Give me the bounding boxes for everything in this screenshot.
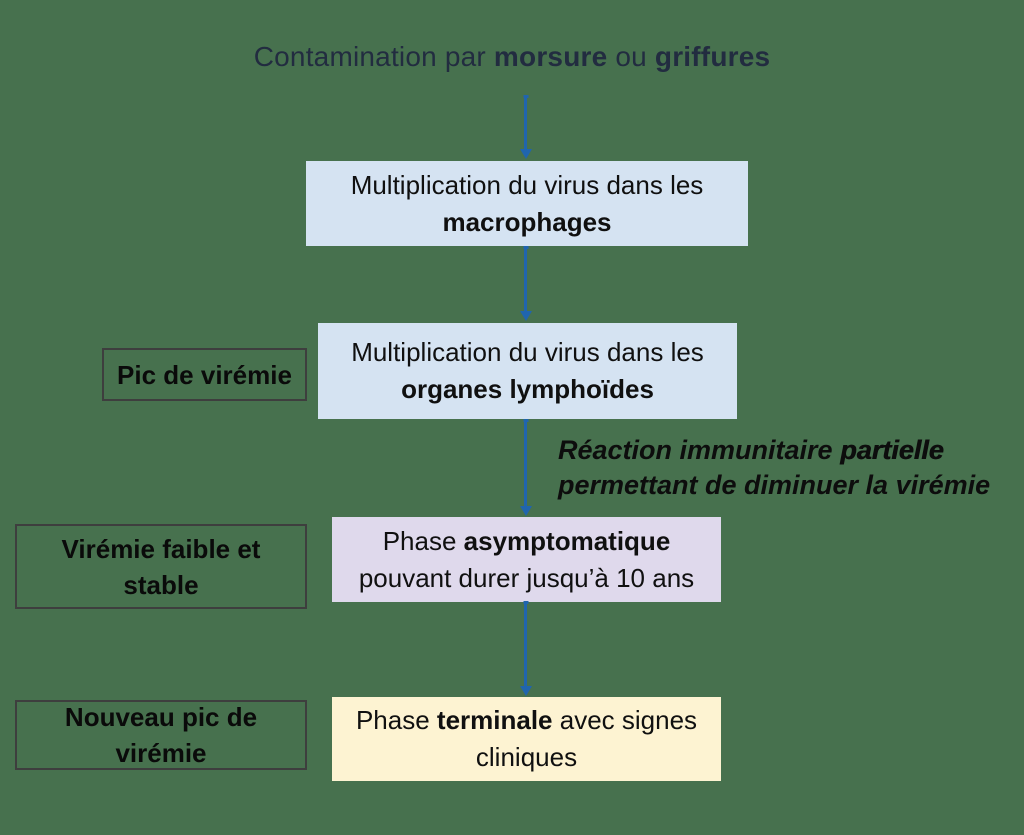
- down-arrow-icon: [524, 421, 527, 506]
- immune-reaction-annotation: Réaction immunitaire partielle permettan…: [558, 433, 1018, 503]
- title-text-regular: Contamination par: [253, 41, 494, 72]
- box-asympto-line1-regular: Phase: [382, 525, 464, 556]
- box-lymphoides-line2: organes lymphoïdes: [401, 374, 654, 404]
- diagram-title: Contamination par morsure ou griffures: [0, 41, 1024, 73]
- box-terminale-line1-regular: Phase: [355, 705, 437, 735]
- down-arrow-icon: [524, 248, 527, 311]
- title-text-regular-2: ou: [607, 41, 655, 72]
- side-label-faible-line2: stable: [123, 569, 199, 600]
- side-label-nouveau-pic-de-viremie: Nouveau pic de virémie: [15, 700, 307, 770]
- flow-box-organes-lymphoides: Multiplication du virus dans les organes…: [318, 323, 737, 419]
- flow-box-macrophages: Multiplication du virus dans les macroph…: [306, 161, 748, 246]
- box-asympto-line2: pouvant durer jusqu’à 10 ans: [358, 562, 695, 593]
- box-macrophages-line1: Multiplication du virus dans les: [350, 169, 704, 200]
- flow-box-phase-terminale: Phase terminale avec signes cliniques: [332, 697, 721, 781]
- flow-box-phase-asymptomatique: Phase asymptomatique pouvant durer jusqu…: [332, 517, 721, 602]
- box-macrophages-line2: macrophages: [442, 206, 612, 237]
- title-text-bold-griffures: griffures: [654, 41, 771, 72]
- annotation-line1-italic: Réaction immunitaire: [558, 435, 841, 465]
- side-label-nouveau-line1: Nouveau pic de: [64, 702, 258, 732]
- side-label-nouveau-line2: virémie: [115, 738, 207, 768]
- title-text-bold-morsure: morsure: [493, 41, 608, 72]
- box-terminale-line1-suffix: avec signes: [552, 705, 698, 735]
- side-label-viremie-faible-et-stable: Virémie faible et stable: [15, 524, 307, 609]
- box-asympto-line1-bold: asymptomatique: [463, 525, 671, 556]
- side-label-faible-line1: Virémie faible et: [61, 533, 261, 564]
- box-terminale-line1-bold: terminale: [436, 705, 553, 735]
- box-terminale-line2: cliniques: [475, 742, 578, 772]
- annotation-line1-bold: partielle: [840, 435, 944, 465]
- annotation-line2-italic: permettant de diminuer la virémie: [558, 470, 991, 500]
- side-label-pic-text: Pic de virémie: [117, 359, 292, 390]
- down-arrow-icon: [524, 603, 527, 686]
- down-arrow-icon: [524, 97, 527, 149]
- side-label-pic-de-viremie: Pic de virémie: [102, 348, 307, 401]
- box-lymphoides-line1: Multiplication du virus dans les: [351, 337, 704, 367]
